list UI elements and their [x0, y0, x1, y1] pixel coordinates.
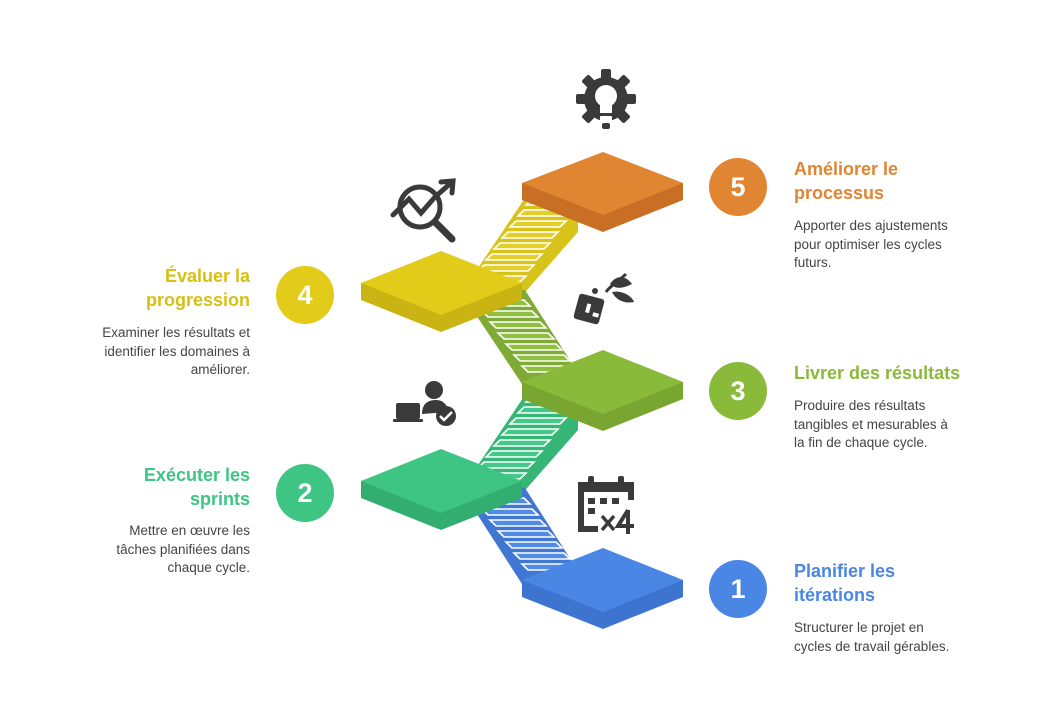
- platform-2: [361, 449, 522, 530]
- step-1-number-badge: 1: [709, 560, 767, 618]
- step-5-number-badge: 5: [709, 158, 767, 216]
- step-2-title: Exécuter les sprints: [144, 463, 250, 511]
- platform-1: [522, 548, 683, 629]
- step-2-description-line: Mettre en œuvre les: [129, 523, 250, 538]
- step-4-title-line: progression: [145, 290, 250, 310]
- step-4-description-line: identifier les domaines à: [104, 343, 250, 359]
- step-4-title-line: Évaluer la: [164, 266, 250, 286]
- step-3-description-line: tangibles et mesurables à: [794, 416, 948, 432]
- step-2-title-line: sprints: [189, 489, 250, 509]
- platform-3: [522, 350, 683, 431]
- step-5-description: Apporter des ajustements pour optimiser …: [794, 217, 948, 273]
- step-1-description-line: cycles de travail gérables.: [794, 638, 950, 654]
- step-2-description: Mettre en œuvre les tâches planifiées da…: [116, 522, 250, 578]
- platform-4: [361, 251, 522, 332]
- step-1-description-line: Structurer le projet en: [794, 620, 924, 635]
- step-1-description: Structurer le projet en cycles de travai…: [794, 619, 949, 656]
- step-1-title-line: itérations: [794, 585, 876, 605]
- step-4-number-badge: 4: [276, 266, 334, 324]
- step-4-title: Évaluer la progression: [146, 264, 250, 312]
- step-5-title-line: Améliorer le: [794, 159, 899, 179]
- step-5-description-line: pour optimiser les cycles: [794, 236, 942, 252]
- step-2-title-line: Exécuter les: [143, 465, 250, 485]
- trend-magnifier-icon: [390, 178, 456, 243]
- step-5-description-line: Apporter des ajustements: [794, 218, 948, 233]
- step-3-description: Produire des résultats tangibles et mesu…: [794, 397, 948, 453]
- step-5-title-line: processus: [794, 183, 885, 203]
- step-4-description-line: améliorer.: [190, 362, 250, 377]
- step-2-number-badge: 2: [276, 464, 334, 522]
- step-1-title: Planifier les itérations: [794, 559, 895, 607]
- step-5-description-line: futurs.: [794, 255, 832, 270]
- step-4-description: Examiner les résultats et identifier les…: [102, 324, 250, 380]
- gear-lightbulb-icon: [576, 69, 636, 129]
- step-2-description-line: tâches planifiées dans: [116, 541, 250, 557]
- step-3-title: Livrer des résultats: [794, 361, 960, 385]
- step-1-title-line: Planifier les: [794, 561, 896, 581]
- step-3-number-badge: 3: [709, 362, 767, 420]
- platform-5: [522, 152, 683, 232]
- delivery-package-icon: [573, 272, 634, 325]
- step-3-title-line: Livrer des résultats: [794, 363, 961, 383]
- person-laptop-icon: [393, 381, 456, 426]
- step-5-title: Améliorer le processus: [794, 157, 898, 205]
- step-4-description-line: Examiner les résultats et: [102, 325, 250, 340]
- step-2-description-line: chaque cycle.: [167, 560, 250, 575]
- calendar-repeat-icon: [578, 476, 634, 534]
- step-3-description-line: Produire des résultats: [794, 398, 926, 413]
- step-3-description-line: la fin de chaque cycle.: [794, 435, 928, 450]
